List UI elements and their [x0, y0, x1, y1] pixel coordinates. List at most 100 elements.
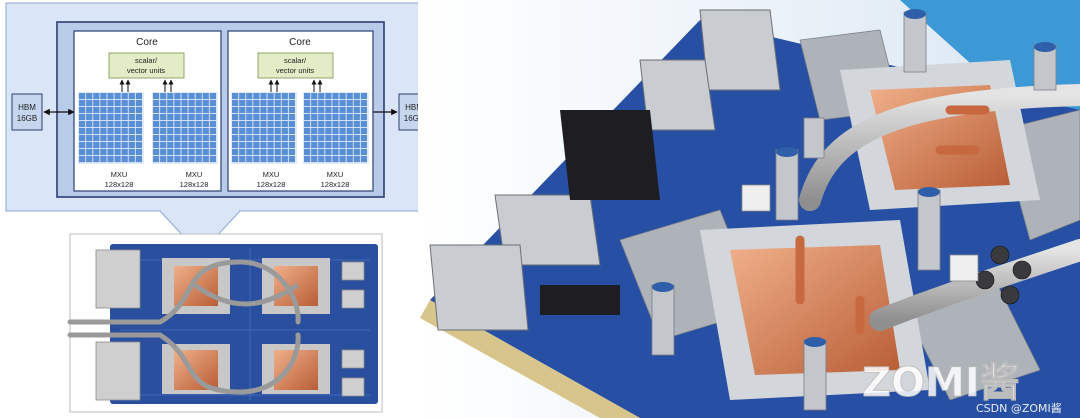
mxu-cell	[246, 100, 253, 107]
mxu-cell	[135, 149, 142, 156]
mxu-cell	[288, 114, 295, 121]
mxu-cell	[188, 128, 195, 135]
mxu-cell	[246, 135, 253, 142]
mxu-cell	[353, 107, 360, 114]
mxu-cell	[239, 100, 246, 107]
mxu-cell	[107, 100, 114, 107]
mxu-cell	[253, 107, 260, 114]
mxu-cell	[304, 93, 311, 100]
mxu-cell	[121, 149, 128, 156]
core-left-arrows	[119, 79, 174, 92]
capacitors	[975, 245, 1032, 305]
mxu-cell	[246, 93, 253, 100]
mxu-cell	[267, 135, 274, 142]
mxu-cell	[325, 128, 332, 135]
mxu-cell	[239, 135, 246, 142]
mxu-cell	[267, 100, 274, 107]
core-left-units	[108, 52, 185, 79]
mxu-cell	[253, 149, 260, 156]
mxu-cell	[128, 156, 135, 163]
mxu-cell	[353, 100, 360, 107]
mxu-cell	[311, 135, 318, 142]
mxu-cell	[174, 107, 181, 114]
mxu-cell	[181, 107, 188, 114]
mxu-cell	[121, 135, 128, 142]
mxu-cell	[260, 114, 267, 121]
mxu-cell	[339, 121, 346, 128]
mxu-cell	[332, 100, 339, 107]
mxu-cell	[128, 93, 135, 100]
mxu-cell	[93, 149, 100, 156]
mxu-cell	[181, 93, 188, 100]
mxu-cell	[311, 128, 318, 135]
mxu-cell	[195, 121, 202, 128]
mxu-cell	[311, 149, 318, 156]
mxu-cell	[311, 100, 318, 107]
core-right-units-line1: scalar/	[284, 56, 307, 65]
mxu-cell	[232, 100, 239, 107]
mxu-cell	[79, 93, 86, 100]
mxu-cell	[174, 93, 181, 100]
mxu-cell	[274, 149, 281, 156]
standoff-caps	[652, 9, 1056, 347]
mxu-cell	[114, 156, 121, 163]
mxu-cell	[153, 149, 160, 156]
mxu-cell	[188, 142, 195, 149]
mxu-cell	[267, 114, 274, 121]
mxu-cell	[311, 114, 318, 121]
mxu-cell	[181, 149, 188, 156]
watermark: ZOMI酱 CSDN @ZOMI酱	[862, 360, 1062, 415]
mxu-cell	[332, 156, 339, 163]
mxu-cell	[232, 128, 239, 135]
core-right-mxu-right-label1: MXU	[327, 170, 344, 179]
mxu-cell	[332, 149, 339, 156]
mxu-cell	[79, 128, 86, 135]
mxu-cell	[153, 114, 160, 121]
mxu-cell	[232, 114, 239, 121]
mxu-cell	[318, 121, 325, 128]
mxu-cell	[153, 100, 160, 107]
mxu-cell	[167, 93, 174, 100]
mxu-cell	[232, 149, 239, 156]
mxu-cell	[202, 100, 209, 107]
mxu-cell	[86, 107, 93, 114]
mxu-cell	[209, 114, 216, 121]
mxu-cell	[135, 121, 142, 128]
mxu-cell	[339, 156, 346, 163]
mxu-cell	[281, 107, 288, 114]
mxu-cell	[311, 142, 318, 149]
mxu-cell	[153, 93, 160, 100]
mxu-cell	[181, 100, 188, 107]
mxu-cell	[135, 100, 142, 107]
mxu-cell	[360, 156, 367, 163]
mxu-cell	[253, 156, 260, 163]
mxu-cell	[153, 135, 160, 142]
mxu-cell	[181, 135, 188, 142]
mxu-cell	[353, 156, 360, 163]
mxu-cell	[325, 107, 332, 114]
mxu-cell	[128, 100, 135, 107]
core-left: Core scalar/ vector units MXU 128x128 MX…	[73, 30, 222, 192]
mxu-cell	[325, 149, 332, 156]
coolant-tubes	[67, 259, 301, 395]
mxu-cell	[128, 142, 135, 149]
mxu-cell	[86, 114, 93, 121]
mxu-cell	[253, 114, 260, 121]
core-right-mxu-left-label2: 128x128	[257, 180, 286, 189]
mxu-cell	[202, 156, 209, 163]
mxu-cell	[188, 107, 195, 114]
mxu-cell	[304, 121, 311, 128]
mxu-cell	[260, 107, 267, 114]
mxu-cell	[135, 128, 142, 135]
mxu-cell	[188, 100, 195, 107]
mxu-cell	[318, 93, 325, 100]
mxu-cell	[346, 128, 353, 135]
mxu-cell	[188, 93, 195, 100]
mxu-cell	[209, 156, 216, 163]
mxu-cell	[79, 149, 86, 156]
mxu-cell	[174, 121, 181, 128]
mxu-cell	[209, 107, 216, 114]
mxu-cell	[325, 93, 332, 100]
mxu-cell	[195, 107, 202, 114]
mxu-cell	[246, 156, 253, 163]
